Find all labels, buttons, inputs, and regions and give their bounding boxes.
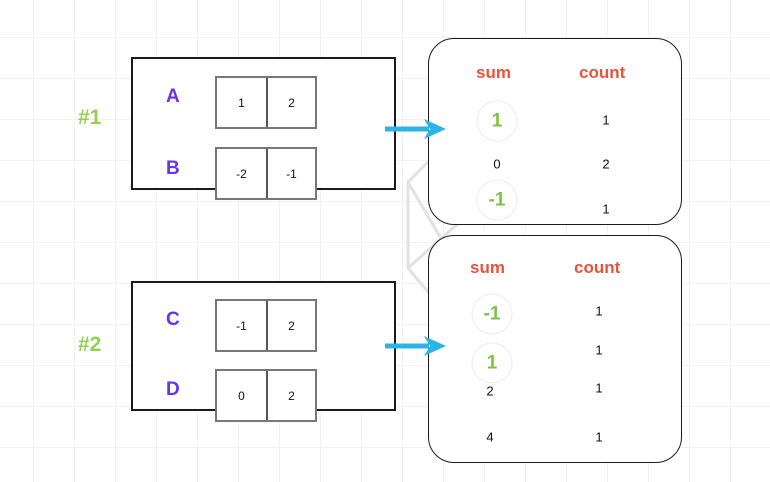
row-label-c: C: [166, 309, 180, 330]
panel2-count-row-0: 1: [595, 303, 603, 319]
cell-b-1: -1: [266, 149, 315, 198]
value-pair-a: 1 2: [215, 76, 317, 129]
panel2-count-row-1: 1: [595, 342, 603, 358]
panel1-sum-row-0: 1: [476, 100, 518, 142]
value-pair-d: 0 2: [215, 369, 317, 422]
input-box-group-1: A 1 2 B -2 -1: [131, 57, 396, 200]
panel1-count-row-0: 1: [602, 112, 610, 128]
cell-c-1: 2: [266, 301, 315, 350]
panel1-sum-row-1: 0: [493, 156, 501, 172]
panel1-sum-row-2: -1: [476, 179, 518, 221]
panel1-header-count: count: [579, 63, 626, 82]
group-label-1: #1: [78, 106, 102, 129]
value-pair-b: -2 -1: [215, 147, 317, 200]
result-panel-2: sum count: [428, 235, 682, 463]
row-label-a: A: [166, 86, 180, 107]
cell-a-1: 2: [266, 78, 315, 127]
panel2-header-sum: sum: [470, 258, 505, 277]
panel2-header-count: count: [574, 258, 621, 277]
result-panel-1: sum count: [428, 38, 682, 225]
row-label-b: B: [166, 158, 180, 179]
panel1-count-row-1: 2: [602, 156, 610, 172]
panel1-header-sum: sum: [476, 63, 511, 82]
panel2-count-row-2: 1: [595, 380, 603, 396]
cell-d-0: 0: [238, 388, 245, 403]
panel2-sum-row-2: 2: [486, 383, 494, 399]
group-label-2: #2: [78, 333, 102, 356]
panel2-sum-row-0: -1: [471, 293, 513, 335]
cell-c-0: -1: [236, 318, 247, 333]
panel2-sum-row-1: 1: [471, 342, 513, 384]
panel1-count-row-2: 1: [602, 201, 610, 217]
cell-a-0: 1: [238, 95, 245, 110]
value-pair-c: -1 2: [215, 299, 317, 352]
cell-b-0: -2: [236, 166, 247, 181]
panel2-count-row-3: 1: [595, 429, 603, 445]
panel2-sum-row-3: 4: [486, 429, 494, 445]
cell-d-1: 2: [266, 371, 315, 420]
row-label-d: D: [166, 379, 180, 400]
input-box-group-2: C -1 2 D 0 2: [131, 281, 396, 422]
